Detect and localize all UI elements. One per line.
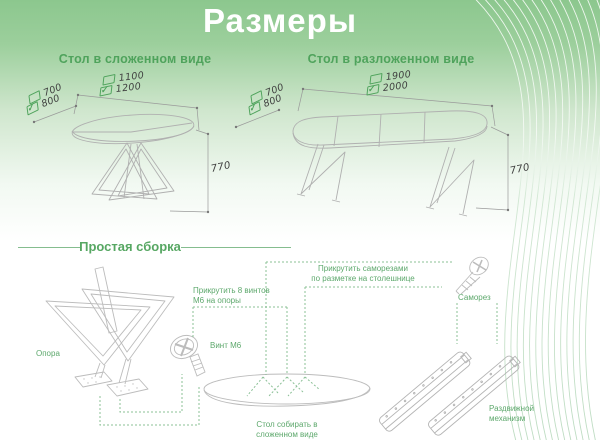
screw-instruction-note: Прикрутить саморезами по разметке на сто…	[311, 264, 415, 283]
page-title: Размеры	[202, 2, 358, 39]
assemble-folded-note: Стол собирать в сложенном виде	[256, 420, 318, 439]
screw-drawing	[455, 256, 489, 295]
section-heading-folded: Стол в сложенном виде	[58, 52, 212, 66]
bolt-m6-drawing	[170, 334, 206, 377]
assembly-heading: Простая сборка	[79, 239, 181, 254]
sliding-rail-drawing	[379, 351, 521, 436]
unfolded-table-dimension-lines	[235, 88, 509, 211]
mechanism-label: Раздвижной механизм	[489, 404, 534, 423]
decorative-swirl-lines	[475, 0, 600, 440]
folded-table-dimension-ticks	[32, 93, 210, 214]
bolt-instruction-note: Прикрутить 8 винтов М6 на опоры	[193, 286, 270, 305]
support-plate-holes	[83, 376, 138, 392]
unfolded-table-dimension-ticks	[234, 87, 510, 212]
folded-table-dimension-lines	[33, 94, 209, 213]
assembly-divider-left	[18, 247, 80, 248]
folded-table-drawing	[71, 113, 195, 201]
section-heading-unfolded: Стол в разложенном виде	[307, 52, 475, 66]
checkbox-checked-icon	[366, 83, 380, 96]
inverted-tabletop-drawing	[203, 373, 371, 407]
support-label: Опора	[36, 349, 60, 358]
support-leg-drawing	[45, 266, 175, 397]
assembly-divider-right	[181, 247, 291, 248]
checkbox-checked-icon	[99, 84, 113, 97]
unfolded-table-drawing	[292, 110, 488, 217]
screw-label: Саморез	[458, 293, 491, 302]
dotted-connector-lines	[99, 261, 498, 426]
bolt-label: Винт М6	[210, 341, 242, 350]
